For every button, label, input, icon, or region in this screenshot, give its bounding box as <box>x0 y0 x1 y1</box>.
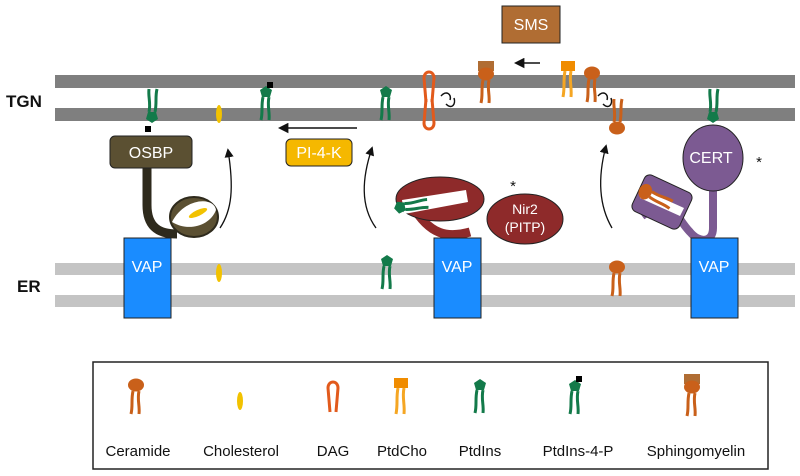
cert-transfer-arrow <box>599 144 613 229</box>
osbp-transfer-arrow <box>219 148 234 229</box>
vap-2-label: VAP <box>442 259 473 276</box>
cert-ph-domain <box>682 124 744 192</box>
legend-box <box>92 361 769 470</box>
legend-cholesterol-icon <box>237 392 243 410</box>
pi4k-box <box>285 138 353 167</box>
osbp-linker <box>142 160 178 239</box>
nir2-asterisk: * <box>510 178 516 195</box>
ptdins-tgn-4 <box>705 87 721 125</box>
osbp-bound-cholesterol <box>188 207 208 219</box>
pi4k-label: PI-4-K <box>296 145 342 162</box>
flip-arrows-2 <box>597 92 613 108</box>
nir2-label-line1: Nir2 <box>512 201 538 217</box>
er-label: ER <box>17 277 41 296</box>
vap-2 <box>433 237 482 319</box>
ceramide-er <box>607 259 627 298</box>
ptdins4p-tgn-1 <box>144 87 160 125</box>
legend-ptdcho-label: PtdCho <box>377 443 427 460</box>
cholesterol-tgn <box>216 105 222 123</box>
osbp-label: OSBP <box>129 145 173 162</box>
legend-cholesterol-label: Cholesterol <box>203 443 279 460</box>
er-membrane-inner <box>55 295 795 307</box>
nir2-transfer-arrow <box>363 146 377 229</box>
osbp-box <box>109 135 193 169</box>
legend-dag-label: DAG <box>317 443 350 460</box>
nir2-pitp-domain <box>486 193 564 245</box>
vap-1-label: VAP <box>132 259 163 276</box>
legend-sphingomyelin-label: Sphingomyelin <box>647 443 745 460</box>
cholesterol-er <box>216 264 222 282</box>
nir2-label-line2: (PITP) <box>505 219 545 235</box>
flip-arrows-1 <box>440 92 456 108</box>
sms-label: SMS <box>514 17 549 34</box>
vap-3-label: VAP <box>699 259 730 276</box>
osbp-anchor <box>145 126 151 132</box>
cert-label: CERT <box>689 150 732 167</box>
vap-1 <box>123 237 172 319</box>
legend-ptdins4p-label: PtdIns-4-P <box>543 443 614 460</box>
tgn-label: TGN <box>6 92 42 111</box>
cert-asterisk: * <box>756 154 762 171</box>
vap-3 <box>690 237 739 319</box>
sms-box <box>501 5 561 44</box>
legend-ceramide-label: Ceramide <box>105 443 170 460</box>
legend-ptdins-label: PtdIns <box>459 443 502 460</box>
